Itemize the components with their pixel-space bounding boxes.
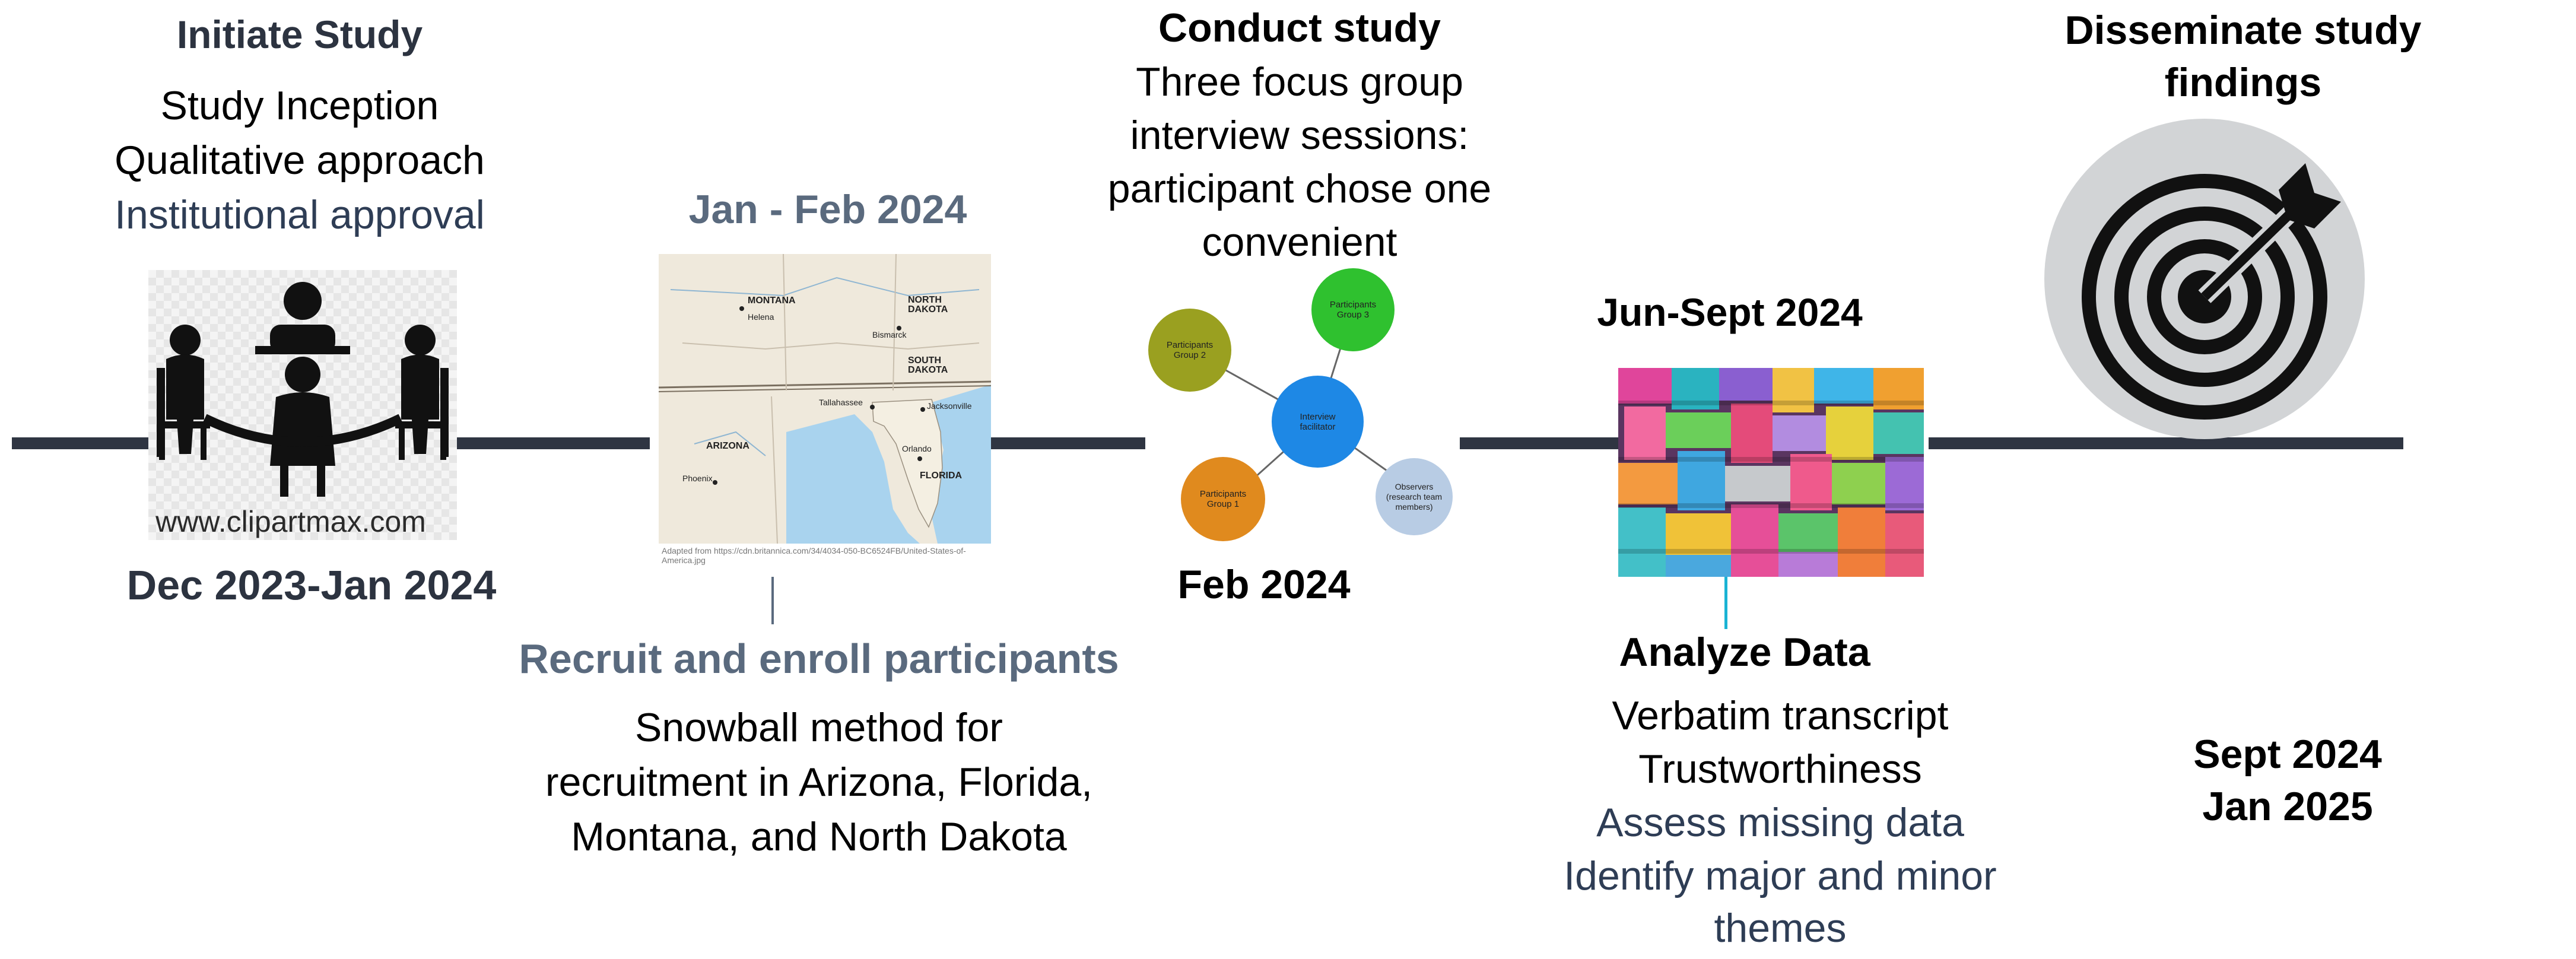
node-observers: Observers (research team members) <box>1376 458 1453 535</box>
bullseye-target-icon <box>2082 163 2341 420</box>
stage2-connector <box>771 577 774 624</box>
stage5-title-line-2: findings <box>2164 60 2322 105</box>
node-group-3: Participants Group 3 <box>1311 268 1395 351</box>
stage5-date-line-1: Sept 2024 <box>2193 732 2382 777</box>
timeline-segment <box>451 437 650 449</box>
map-caption: Adapted from https://cdn.britannica.com/… <box>662 546 966 565</box>
map-label-bismarck: Bismarck <box>872 330 907 339</box>
map-label-helena: Helena <box>748 312 774 322</box>
us-map-image: MONTANA Helena NORTH DAKOTA Bismarck SOU… <box>659 254 991 544</box>
map-label-arizona: ARIZONA <box>706 441 749 451</box>
puzzle-blocks-image <box>1618 368 1924 577</box>
stage4-date: Jun-Sept 2024 <box>1597 290 1863 334</box>
map-label-phoenix: Phoenix <box>682 474 713 483</box>
stage4-title: Analyze Data <box>1619 630 1870 675</box>
map-label-montana: MONTANA <box>748 296 796 306</box>
stage3-item-1: Three focus group <box>1136 59 1463 104</box>
meeting-clipart-image <box>148 270 457 540</box>
stage2-date: Jan - Feb 2024 <box>688 187 967 232</box>
stage4-item-2: Trustworthiness <box>1638 747 1922 792</box>
map-label-north-dakota: NORTH DAKOTA <box>908 295 948 315</box>
stage5-title-line-1: Disseminate study <box>2064 8 2422 53</box>
stage1-item-1: Study Inception <box>160 83 439 128</box>
stage3-title: Conduct study <box>1158 5 1441 50</box>
stage2-item-2: recruitment in Arizona, Florida, <box>545 760 1093 805</box>
timeline-segment <box>1929 437 2403 449</box>
timeline-segment <box>12 437 154 449</box>
map-label-florida: FLORIDA <box>920 471 963 481</box>
stage4-item-1: Verbatim transcript <box>1612 693 1949 738</box>
stage4-connector <box>1724 577 1727 629</box>
stage5-date-line-2: Jan 2025 <box>2202 784 2373 829</box>
timeline-segment <box>991 437 1145 449</box>
clipart-watermark: www.clipartmax.com <box>155 505 426 538</box>
node-group-2: Participants Group 2 <box>1148 309 1231 392</box>
stage3-item-2: interview sessions: <box>1130 113 1469 158</box>
stage2-title: Recruit and enroll participants <box>519 636 1119 682</box>
map-label-south-dakota: SOUTH DAKOTA <box>908 355 948 375</box>
map-label-tallahassee: Tallahassee <box>819 398 863 407</box>
map-label-orlando: Orlando <box>902 444 932 453</box>
stage3-item-4: convenient <box>1202 220 1397 265</box>
stage4-item-4: Identify major and minor <box>1564 853 1997 898</box>
stage1-item-3: Institutional approval <box>115 192 485 237</box>
stage1-item-2: Qualitative approach <box>115 138 485 183</box>
stage2-item-3: Montana, and North Dakota <box>571 814 1067 859</box>
node-group-1: Participants Group 1 <box>1181 457 1265 541</box>
stage2-item-1: Snowball method for <box>635 705 1003 750</box>
stage4-item-3: Assess missing data <box>1596 800 1964 845</box>
stage4-item-5: themes <box>1714 906 1847 951</box>
timeline-segment <box>1460 437 1626 449</box>
stage3-date: Feb 2024 <box>1177 562 1351 607</box>
node-interview-facilitator: Interview facilitator <box>1272 376 1364 468</box>
map-label-jacksonville: Jacksonville <box>927 401 972 411</box>
stage3-item-3: participant chose one <box>1107 166 1492 211</box>
stage1-title: Initiate Study <box>176 12 423 56</box>
stage1-date: Dec 2023-Jan 2024 <box>126 562 497 608</box>
